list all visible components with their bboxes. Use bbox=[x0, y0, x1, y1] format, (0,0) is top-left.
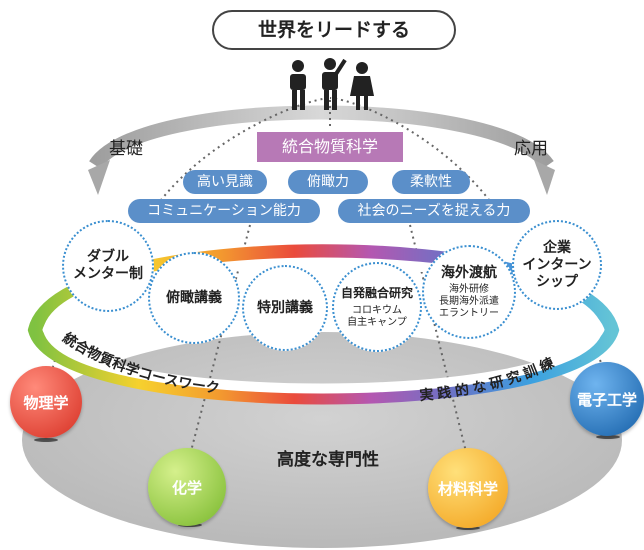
shadow-electronics bbox=[596, 435, 620, 439]
foundation-arc bbox=[89, 105, 554, 170]
program-sublabel: コロキウム 自主キャンプ bbox=[347, 305, 407, 328]
sphere-physics: 物理学 bbox=[10, 366, 82, 438]
discipline-label: 物理学 bbox=[23, 393, 69, 412]
expertise-label: 高度な専門性 bbox=[277, 450, 379, 470]
core-discipline-box: 統合物質科学 bbox=[257, 132, 403, 162]
lead-world-title: 世界をリードする bbox=[212, 10, 456, 50]
discipline-label: 電子工学 bbox=[576, 390, 637, 409]
skill-tag-social-needs: 社会のニーズを捉える力 bbox=[338, 199, 530, 223]
discipline-label: 化学 bbox=[171, 478, 202, 497]
program-label: 海外渡航 bbox=[441, 264, 497, 281]
discipline-label: 材料科学 bbox=[437, 479, 498, 498]
application-label: 応用 bbox=[514, 139, 548, 159]
program-label: 企業 インターン シップ bbox=[522, 239, 592, 290]
people-icon bbox=[290, 58, 374, 110]
shadow-physics bbox=[34, 438, 58, 442]
foundation-label: 基礎 bbox=[109, 139, 143, 159]
program-label: 自発融合研究 bbox=[340, 286, 413, 300]
right-arrow-head bbox=[534, 160, 555, 195]
skill-tag-flexibility: 柔軟性 bbox=[392, 170, 470, 194]
left-arrow-head bbox=[88, 160, 110, 195]
program-spontaneous-research: 自発融合研究 コロキウム 自主キャンプ bbox=[332, 262, 422, 352]
sphere-electronics: 電子工学 bbox=[570, 362, 644, 436]
sphere-materials: 材料科学 bbox=[428, 448, 508, 528]
program-overseas: 海外渡航 海外研修 長期海外派遣 エラントリー bbox=[422, 245, 516, 339]
skill-tag-insight: 高い見識 bbox=[183, 170, 267, 194]
skill-tag-overview: 俯瞰力 bbox=[288, 170, 368, 194]
skill-tag-communication: コミュニケーション能力 bbox=[128, 199, 320, 223]
program-special-lecture: 特別講義 bbox=[242, 265, 328, 351]
program-overview-lecture: 俯瞰講義 bbox=[148, 252, 240, 344]
program-label: 特別講義 bbox=[257, 299, 313, 316]
program-sublabel: 海外研修 長期海外派遣 エラントリー bbox=[439, 283, 499, 319]
program-internship: 企業 インターン シップ bbox=[512, 220, 602, 310]
program-label: ダブル メンター制 bbox=[73, 249, 143, 282]
sphere-chemistry: 化学 bbox=[148, 448, 226, 526]
program-double-mentor: ダブル メンター制 bbox=[62, 220, 154, 312]
connection-dots bbox=[45, 97, 609, 461]
program-label: 俯瞰講義 bbox=[166, 289, 222, 306]
